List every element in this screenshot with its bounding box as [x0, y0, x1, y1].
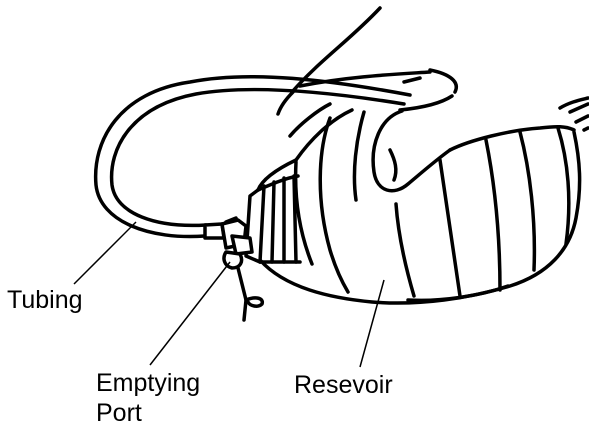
- emptying-port-label-line2: Port: [96, 398, 200, 428]
- emptying-port-label: Emptying Port: [96, 368, 200, 428]
- arm-outline: [278, 8, 588, 130]
- tubing-label: Tubing: [7, 285, 83, 315]
- emptying-port: [222, 218, 262, 320]
- reservoir-label: Resevoir: [294, 370, 393, 400]
- emptying-port-label-line1: Emptying: [96, 368, 200, 398]
- reservoir: [258, 112, 580, 303]
- reservoir-neck: [246, 176, 300, 262]
- tubing-leader: [74, 222, 136, 284]
- reservoir-leader: [360, 280, 384, 367]
- port-leader: [150, 262, 230, 365]
- tubing: [96, 77, 410, 238]
- hand: [290, 104, 574, 191]
